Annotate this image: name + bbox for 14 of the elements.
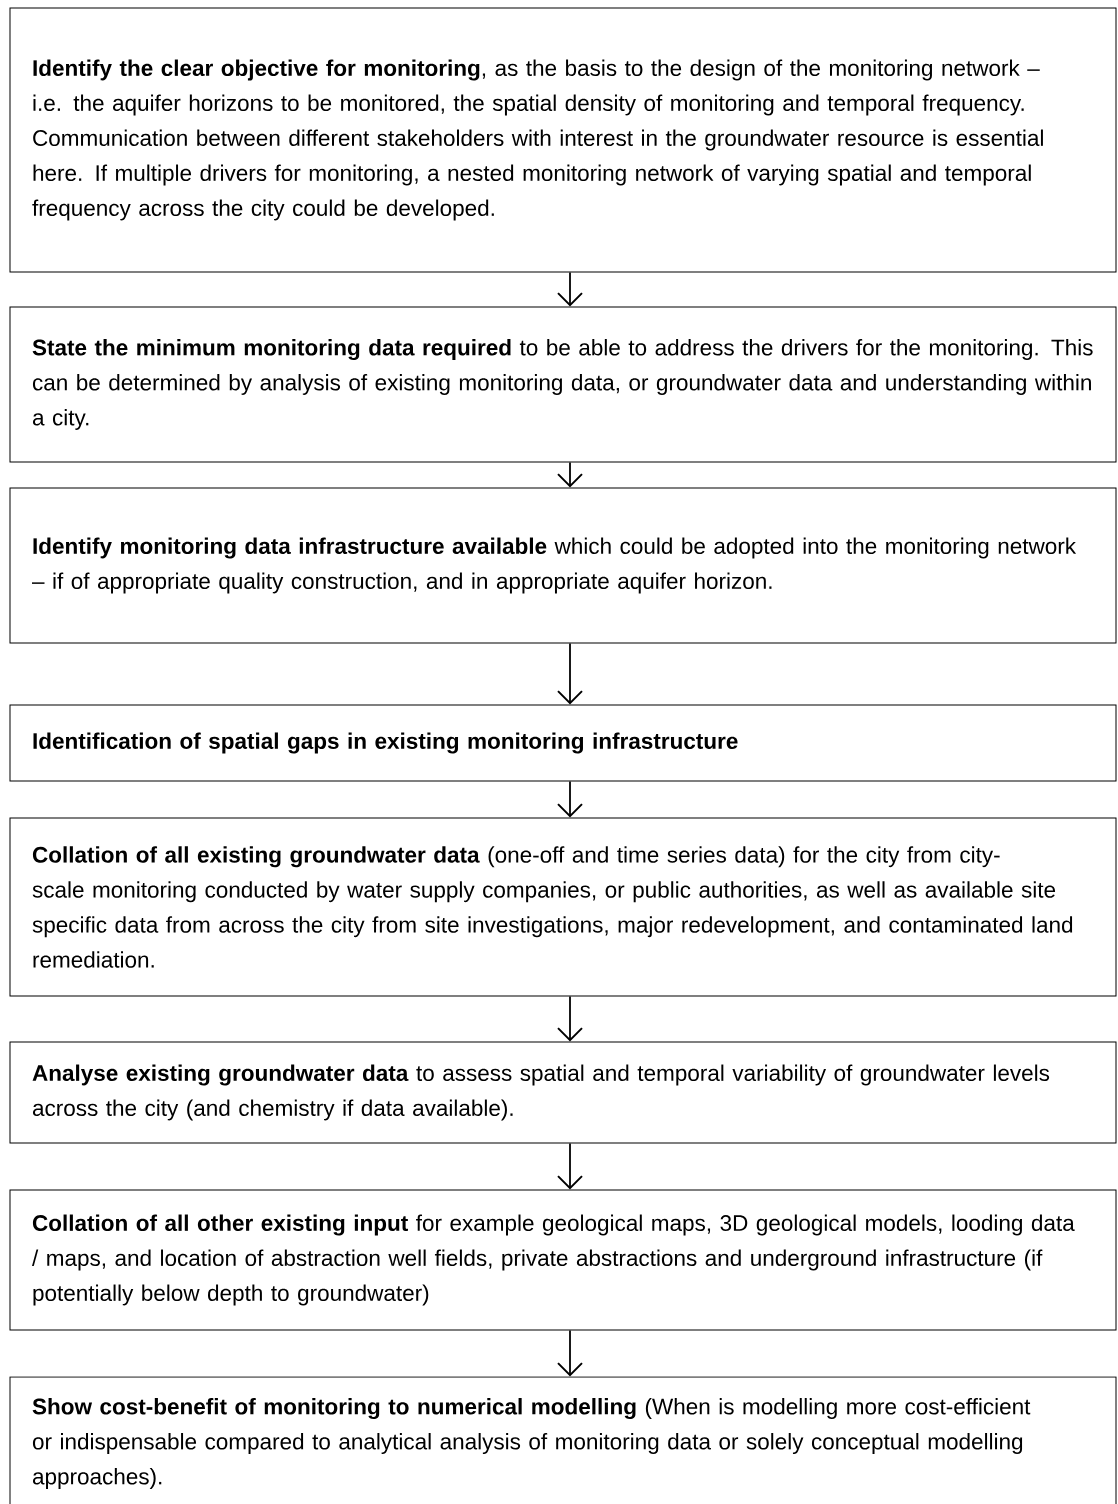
arrow: [557, 642, 583, 705]
process-box: Identify monitoring data infrastructure available which could be adopted into the monitoring network – if of appropriate quality construction, and in appropriate aquifer horizon.: [9, 487, 1117, 644]
arrow: [557, 271, 583, 307]
process-box: Identification of spatial gaps in existing monitoring infrastructure: [9, 704, 1117, 782]
process-box: State the minimum monitoring data required to be able to address the drivers for the monitoring. This can be determined by analysis of existing monitoring data, or groundwater data and understanding within a city.: [9, 306, 1117, 463]
arrow: [557, 995, 583, 1042]
process-box: Show cost-benefit of monitoring to numerical modelling (When is modelling more cost-efficient or indispensable compared to analytical analysis of monitoring data or solely conceptual modelling approaches).: [9, 1376, 1117, 1504]
arrow: [557, 780, 583, 818]
process-box: Collation of all other existing input for example geological maps, 3D geological models, looding data / maps, and location of abstraction well fields, private abstractions and underground infrastructure (if potentially below depth to groundwater): [9, 1189, 1117, 1331]
arrow: [557, 1329, 583, 1377]
process-box: Collation of all existing groundwater data (one-off and time series data) for the city from city-scale monitoring conducted by water supply companies, or public authorities, as well as available site specific data from across the city from site investigations, major redevelopment, and contaminated land remediation.: [9, 817, 1117, 997]
process-box: Analyse existing groundwater data to assess spatial and temporal variability of groundwater levels across the city (and chemistry if data available).: [9, 1041, 1117, 1144]
arrow: [557, 1142, 583, 1190]
process-box: Identify the clear objective for monitoring, as the basis to the design of the monitoring network – i.e. the aquifer horizons to be monitored, the spatial density of monitoring and temporal frequency. Communication between different stakeholders with interest in the groundwater resource is essential here. If multiple drivers for monitoring, a nested monitoring network of varying spatial and temporal frequency across the city could be developed.: [9, 7, 1117, 273]
